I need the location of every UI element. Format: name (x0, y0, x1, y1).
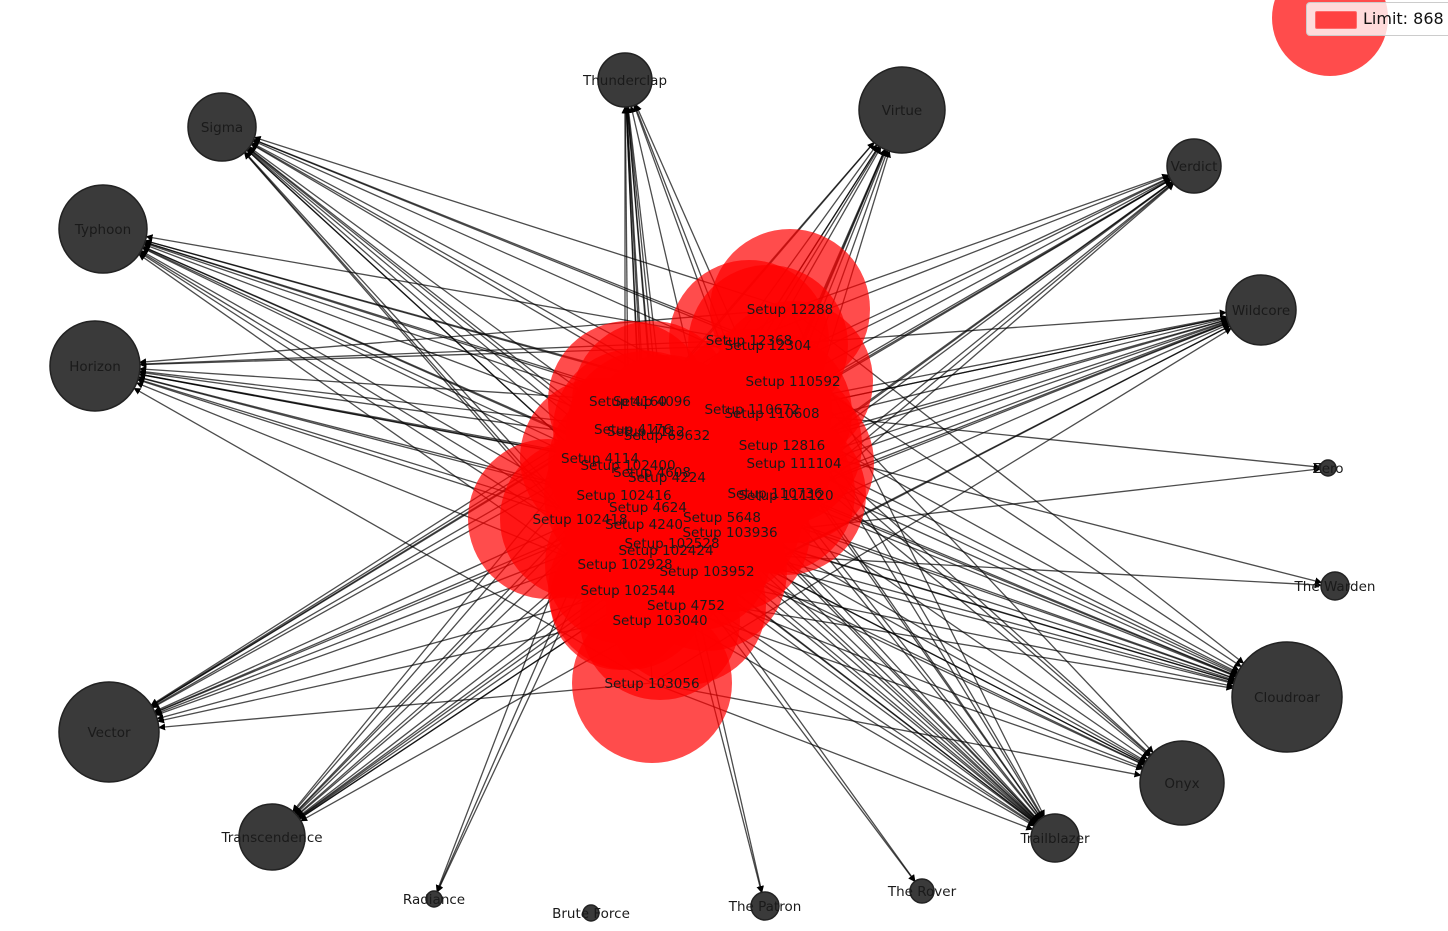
setup-node-label: Setup 111120 (738, 488, 833, 504)
target-node-wildcore (1225, 274, 1297, 346)
setup-node-label: Setup 12368 (706, 333, 793, 349)
target-node-layer (49, 52, 1350, 922)
target-node-label: Thunderclap (582, 73, 667, 89)
target-node-transcendence (238, 803, 306, 871)
setup-node-label: Setup 102544 (580, 583, 675, 599)
target-node-label: Virtue (882, 103, 922, 119)
target-node-the-rover (909, 878, 935, 904)
target-node-label: Cloudroar (1254, 690, 1320, 706)
target-node-label: Sigma (201, 120, 243, 136)
setup-node-label: Setup 102928 (577, 557, 672, 573)
setup-node-label: Setup 102528 (624, 536, 719, 552)
setup-node-label: Setup 102400 (580, 458, 675, 474)
setup-node-label: Setup 5648 (683, 510, 761, 526)
setup-node-label: Setup 4608 (613, 465, 691, 481)
setup-node-label: Setup 103936 (682, 525, 777, 541)
target-node-verdict (1166, 138, 1222, 194)
setup-node-label: Setup 4112 (607, 424, 685, 440)
legend: Limit: 868 (1306, 2, 1448, 36)
edge (158, 682, 653, 731)
target-node-sigma (187, 92, 257, 162)
target-node-horizon (49, 320, 141, 412)
target-node-label: Wildcore (1232, 303, 1290, 319)
setup-node-label: Setup 110592 (745, 374, 840, 390)
target-node-label: Transcendence (220, 830, 322, 846)
target-node-label: The Warden (1294, 579, 1376, 595)
target-node-cloudroar (1231, 641, 1343, 753)
edge (156, 589, 629, 721)
target-node-radiance (425, 890, 443, 908)
edge (651, 682, 1142, 778)
setup-node-label: Setup 102418 (532, 512, 627, 528)
setup-node-label: Setup 4176 (594, 422, 672, 438)
setup-node-label: Setup 12288 (747, 302, 834, 318)
setup-node (572, 603, 732, 763)
setup-node-label: Setup 4240 (605, 517, 683, 533)
setup-node-layer (468, 0, 1388, 763)
target-node-thunderclap (597, 52, 653, 108)
target-node-zero (1319, 459, 1337, 477)
setup-node-label: Setup 12816 (739, 438, 826, 454)
setup-node-label: Setup 4096 (613, 394, 691, 410)
setup-node-label: Setup 103040 (612, 613, 707, 629)
setup-node-label: Setup 4752 (647, 598, 725, 614)
legend-label: Limit: 868 (1363, 9, 1444, 28)
setup-node-label: Setup 4624 (609, 500, 687, 516)
setup-node-label: Setup 12304 (725, 338, 812, 354)
target-node-onyx (1139, 740, 1225, 826)
legend-swatch (1315, 11, 1357, 29)
target-node-label: Onyx (1164, 776, 1199, 792)
target-node-label: Brute Force (552, 906, 630, 922)
target-node-label: The Rover (887, 884, 957, 900)
target-node-vector (58, 681, 160, 783)
setup-node-label: Setup 110672 (704, 402, 799, 418)
target-node-label: The Patron (728, 899, 802, 915)
setup-node-label: Setup 110608 (724, 406, 819, 422)
setup-node-label: Setup 102416 (576, 488, 671, 504)
target-node-brute-force (582, 904, 600, 922)
target-node-label: Horizon (69, 359, 121, 375)
target-node-trailblazer (1030, 813, 1080, 863)
target-node-typhoon (58, 184, 148, 274)
target-node-label: Vector (87, 725, 130, 741)
setup-node-label: Setup 102424 (618, 543, 713, 559)
target-node-the-warden (1320, 571, 1350, 601)
target-node-label: Typhoon (74, 222, 131, 238)
target-node-the-patron (750, 891, 780, 921)
target-node-label: Verdict (1171, 159, 1218, 175)
setup-node-label: Setup 103056 (604, 676, 699, 692)
target-node-virtue (858, 66, 946, 154)
setup-node-label: Setup 4224 (628, 470, 706, 486)
target-node-label: Trailblazer (1019, 831, 1090, 847)
setup-node-label: Setup 110736 (727, 486, 822, 502)
target-node-label: Zero (1312, 461, 1343, 477)
target-node-label: Radiance (403, 892, 465, 908)
setup-node-label: Setup 4160 (589, 394, 667, 410)
setup-node-label: Setup 103952 (659, 564, 754, 580)
setup-node-label: Setup 69632 (624, 428, 711, 444)
setup-node-label: Setup 111104 (746, 456, 841, 472)
setup-node-label: Setup 4114 (561, 451, 639, 467)
